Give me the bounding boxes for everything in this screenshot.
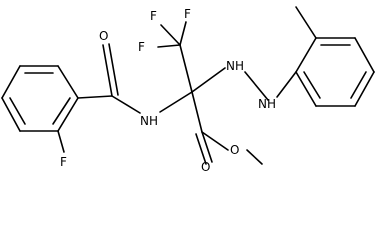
atom-nh-hydrazine-2: NH xyxy=(258,97,276,111)
bond-tolyl-inner-2 xyxy=(350,71,367,99)
bond-fphenyl-inner-2 xyxy=(9,97,26,125)
bond-fphenyl-to-f xyxy=(57,130,65,153)
bond-fphenyl-inner-3 xyxy=(52,97,71,125)
bond-center-to-nh-amide xyxy=(159,91,193,113)
atom-f-aryl: F xyxy=(60,155,67,169)
bond-tolyl-6 xyxy=(295,71,317,107)
bond-ester-c-o-double-1 xyxy=(201,131,213,163)
bond-amide-c-o-2 xyxy=(108,43,119,96)
atom-f-top-right: F xyxy=(184,7,191,21)
atom-o-ester: O xyxy=(230,143,239,157)
bond-nh-amide-to-carbonyl xyxy=(111,95,141,114)
atom-o-ester-carbonyl: O xyxy=(201,160,210,173)
bond-ester-c-o xyxy=(201,131,229,151)
atom-nh-hydrazine-1: NH xyxy=(226,59,244,73)
bond-ester-c-o-double-2 xyxy=(195,133,207,165)
bond-nh2-aryl xyxy=(276,71,297,98)
atom-f-mid: F xyxy=(138,40,145,54)
bond-cf3-c-f-right xyxy=(179,21,187,46)
bond-fphenyl-1 xyxy=(57,65,79,99)
bond-tolyl-4 xyxy=(354,71,375,107)
bond-center-to-nh1 xyxy=(191,67,226,93)
bond-fphenyl-4 xyxy=(1,97,21,132)
bond-nh1-nh2 xyxy=(244,71,269,101)
bond-amide-c-o-1 xyxy=(102,44,113,97)
atom-f-top-left: F xyxy=(150,9,157,23)
bond-tolyl-methyl xyxy=(295,6,317,39)
bond-cf3-c-f-mid xyxy=(157,44,181,48)
atom-o-amide: O xyxy=(99,29,108,43)
bonds xyxy=(1,6,375,165)
bond-fphenyl-3 xyxy=(1,65,21,99)
bond-tolyl-inner-3 xyxy=(303,71,321,99)
bond-tolyl-1 xyxy=(295,37,317,73)
bond-center-to-ester-c xyxy=(191,91,203,133)
bond-fphenyl-6 xyxy=(57,97,79,132)
atom-labels: F F F NH NH NH O O O F xyxy=(60,7,276,173)
bond-tolyl-3 xyxy=(354,37,375,73)
molecule-drawing: F F F NH NH NH O O O F xyxy=(1,6,375,173)
bond-cf3-c-f-left xyxy=(160,24,181,46)
bond-ester-o-me xyxy=(246,149,263,165)
bond-cf3-to-center xyxy=(179,44,193,93)
structure-diagram: F F F NH NH NH O O O F xyxy=(1,6,375,173)
bond-amide-to-aryl xyxy=(77,95,113,99)
atom-nh-amide: NH xyxy=(140,114,158,128)
